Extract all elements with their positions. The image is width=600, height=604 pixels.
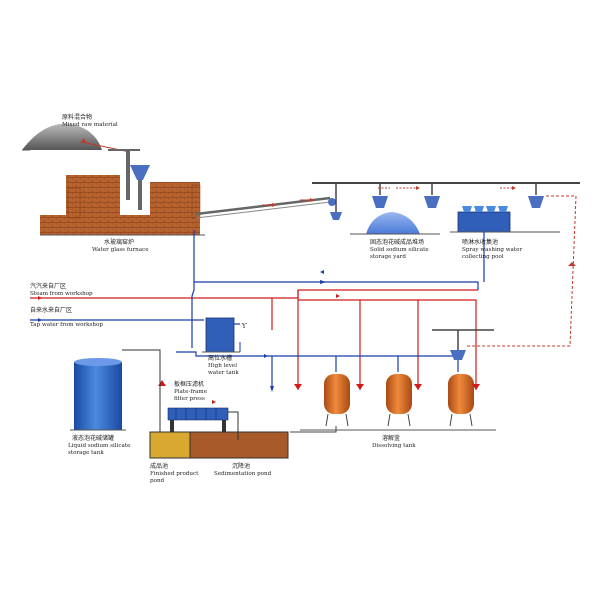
liquid-storage-tank bbox=[70, 349, 161, 440]
mixed-raw-label-en: Mixed raw material bbox=[62, 122, 118, 128]
dissolving-label-en: Dissolving tank bbox=[372, 443, 416, 449]
arrow-icon bbox=[80, 138, 86, 143]
storage-yard-label-en-1: Solid sodium silicate bbox=[370, 247, 429, 253]
furnace-label-en: Water glass furnace bbox=[92, 247, 149, 253]
spray-pool-label-zh: 喷淋水收集池 bbox=[462, 238, 498, 246]
filter-press-label-en-1: Plate-frame bbox=[174, 389, 208, 395]
spray-pool-label-en-1: Spray washing water bbox=[462, 247, 522, 253]
belt-conveyor bbox=[195, 196, 336, 219]
filter-press-label-en-2: filter press bbox=[174, 396, 205, 402]
dissolving-tank-2 bbox=[386, 374, 412, 427]
liquid-tank-label-zh: 液态泡花碱储罐 bbox=[72, 434, 114, 442]
filter-press-label-zh: 板框压滤机 bbox=[174, 380, 204, 388]
mixed-raw-label-zh: 原料混合物 bbox=[62, 113, 92, 121]
dissolving-tank-3 bbox=[448, 374, 474, 427]
finished-product-pond bbox=[149, 431, 191, 459]
tap-water-label-en: Tap water from workshop bbox=[30, 322, 103, 328]
furnace-hopper bbox=[108, 149, 150, 210]
tank-feed-hopper bbox=[432, 329, 494, 360]
sed-pond-label-zh: 沉降池 bbox=[232, 462, 250, 470]
high-tank-label-en-2: water tank bbox=[208, 370, 239, 376]
overhead-rail bbox=[312, 182, 580, 213]
tank-outlet-line bbox=[290, 426, 337, 433]
rail-hoppers bbox=[330, 186, 544, 220]
return-line-right bbox=[466, 195, 577, 347]
liquid-tank-label-en-1: Liquid sodium silicate bbox=[68, 443, 131, 449]
dissolving-tank-1 bbox=[324, 374, 350, 427]
water-glass-furnace bbox=[40, 175, 205, 236]
raw-material-pile bbox=[22, 123, 102, 150]
svg-text:Ƴ: Ƴ bbox=[241, 323, 247, 330]
spray-washing-pool bbox=[450, 206, 560, 233]
plate-frame-filter-press bbox=[167, 400, 239, 440]
tap-water-label-zh: 自来水来自厂区 bbox=[30, 306, 72, 314]
steam-source-label-zh: 汽汽来自厂区 bbox=[30, 282, 66, 290]
sed-pond-label-en: Sedimentation pond bbox=[214, 471, 272, 477]
high-level-water-tank: Ƴ bbox=[202, 317, 247, 353]
furnace-label-zh: 水玻璃窑炉 bbox=[104, 238, 134, 246]
spray-pool-label-en-2: collecting pool bbox=[462, 254, 504, 260]
high-tank-label-en-1: High level bbox=[208, 363, 237, 369]
steam-main-line bbox=[30, 289, 478, 390]
liquid-tank-label-en-2: storage tank bbox=[68, 450, 104, 456]
finished-pond-label-en-2: pond bbox=[150, 478, 165, 484]
dissolving-label-zh: 溶解釜 bbox=[382, 434, 400, 442]
finished-pond-label-zh: 成品池 bbox=[150, 462, 168, 470]
finished-pond-label-en-1: Finished product bbox=[150, 471, 199, 477]
storage-yard-label-zh: 固态泡花碱成品堆场 bbox=[370, 238, 424, 246]
high-tank-label-zh: 高位水槽 bbox=[208, 354, 232, 362]
storage-yard-label-en-2: storage yard bbox=[370, 254, 406, 260]
sedimentation-pond bbox=[189, 431, 289, 459]
water-main-line bbox=[30, 230, 479, 348]
solid-storage-pile bbox=[350, 212, 440, 235]
steam-source-label-en: Steam from workshop bbox=[30, 291, 93, 297]
